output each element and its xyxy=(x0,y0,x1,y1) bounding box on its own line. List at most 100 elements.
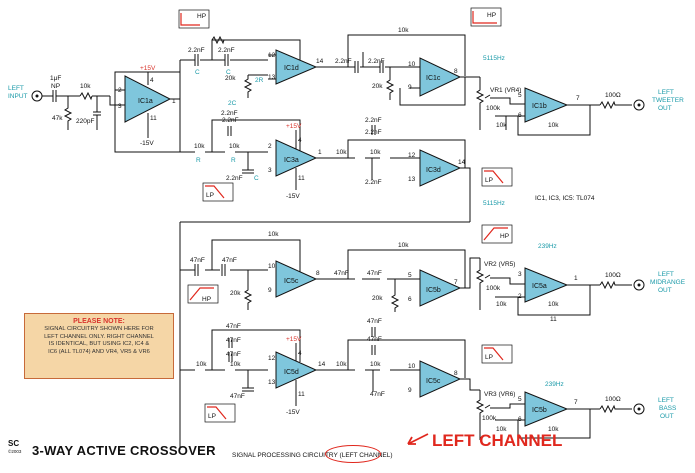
ic1a-to-lower xyxy=(114,90,180,153)
hp1-fb-wires xyxy=(211,39,301,98)
lp1-c-gnd xyxy=(242,169,254,174)
hp1-c2-val: 2.2nF xyxy=(218,47,235,54)
opamp-ic1b xyxy=(524,87,569,123)
lp2-c3: 2.2nF xyxy=(365,179,382,186)
ic3a-pin2: 2 xyxy=(268,143,272,150)
left-input-label-2: INPUT xyxy=(8,93,28,100)
hp2-wires xyxy=(340,34,466,76)
r-10k-input xyxy=(79,91,93,101)
diagram-title: 3-WAY ACTIVE CROSSOVER xyxy=(32,443,216,458)
ic5a-r100-lbl: 100Ω xyxy=(605,272,621,279)
lp2-fb xyxy=(347,125,466,180)
ic5d-pin13: 13 xyxy=(268,379,276,386)
lp3-cgnd xyxy=(242,387,254,392)
opamp-ic5b-bass xyxy=(524,391,569,427)
lp1-c-top2: 2.2nF xyxy=(221,110,238,117)
ic1a-label: IC1a xyxy=(138,98,153,105)
r-10k-input-label: 10k xyxy=(80,83,91,90)
r-47k-label: 47k xyxy=(52,115,63,122)
ic5d-supply-pos: +15V xyxy=(286,336,302,343)
lp-symbol-4-lbl: LP xyxy=(485,354,493,361)
ic5c-bass-label: IC5c xyxy=(426,378,441,385)
ic3d-pin13: 13 xyxy=(408,176,416,183)
lp4-r2: 10k xyxy=(370,361,381,368)
opamp-ic5b xyxy=(419,269,462,307)
lp4-c3: 47nF xyxy=(370,391,385,398)
lp1-r2: 10k xyxy=(229,143,240,150)
bass-out-1: LEFT xyxy=(658,397,674,404)
ic5b-pin6: 6 xyxy=(408,296,412,303)
c-220pf xyxy=(93,96,101,130)
opamp-ic1a xyxy=(124,75,172,123)
hp1-c2-lbl: C xyxy=(226,69,231,76)
ic5c-pin8: 8 xyxy=(316,270,320,277)
hp-symbol-1-curve xyxy=(180,13,200,26)
midrange-out-2: MIDRANGE xyxy=(650,279,686,286)
lp1-2c: 2C xyxy=(228,100,237,107)
np-label: NP xyxy=(51,83,60,90)
lp3-cgnd-val: 47nF xyxy=(230,393,245,400)
ic3d-pin12: 12 xyxy=(408,152,416,159)
ic1a-supply-pos: +15V xyxy=(140,65,156,72)
hp-symbol-2-lbl: HP xyxy=(487,12,496,19)
left-channel-callout: LEFT CHANNEL xyxy=(404,430,562,451)
left-channel-label: LEFT CHANNEL xyxy=(432,431,563,450)
vr3-100k: 100k xyxy=(482,415,497,422)
input-capacitor xyxy=(52,90,57,102)
hp-symbol-3 xyxy=(187,284,219,304)
ic5b-pin7: 7 xyxy=(454,279,458,286)
ic5a-pin3: 3 xyxy=(518,271,522,278)
ic1c-wires xyxy=(399,66,480,106)
ic5a-r10k-a: 10k xyxy=(496,301,507,308)
lp4-caps xyxy=(371,327,376,355)
ic1b-wires xyxy=(495,104,600,136)
note-line-4: IC6 (ALL TL074) AND VR4, VR5 & VR6 xyxy=(48,348,150,355)
ic5d-pin12: 12 xyxy=(268,355,276,362)
ic5c-bass-pin8: 8 xyxy=(454,370,458,377)
lp-symbol-2 xyxy=(481,167,513,187)
c-220pf-label: 220pF xyxy=(76,118,94,125)
ic1d-label: IC1d xyxy=(284,65,299,72)
hp4-r-top: 10k xyxy=(398,242,409,249)
ic3a-supply-neg: -15V xyxy=(286,193,300,200)
freq-239-2: 239Hz xyxy=(545,381,564,388)
ic3d-pin14: 14 xyxy=(458,159,466,166)
ic3d-label: IC3d xyxy=(426,167,441,174)
vr2-wiper xyxy=(484,274,525,285)
bass-out-3: OUT xyxy=(660,413,674,420)
ic5a-wires xyxy=(495,284,600,316)
ic1b-r100 xyxy=(599,100,632,110)
ic1a-pin11: 11 xyxy=(150,115,157,122)
bass-out-jack-center xyxy=(637,407,641,411)
ic5a-r10k-b: 10k xyxy=(548,301,559,308)
lp1-r1: 10k xyxy=(194,143,205,150)
hp3-r-top: 10k xyxy=(268,231,279,238)
hp-symbol-4-curve xyxy=(483,227,508,241)
vr3-wiper xyxy=(484,403,525,409)
tweeter-out-2: TWEETER xyxy=(652,97,684,104)
hp-symbol-4-lbl: HP xyxy=(500,233,509,240)
lp1-c-top-val: 2.2nF xyxy=(222,117,239,124)
hp3-wires xyxy=(179,221,470,450)
ic5a-pin1: 1 xyxy=(574,275,578,282)
note-line-3: IS IDENTICAL, BUT USING IC2, IC4 & xyxy=(48,341,150,348)
ic1a-feedback xyxy=(114,60,181,152)
freq-239-1: 239Hz xyxy=(538,243,557,250)
ic5c-label: IC5c xyxy=(284,278,299,285)
ic1b-pin5: 5 xyxy=(518,92,522,99)
hp-symbol-2 xyxy=(470,7,502,27)
logo-year: ©2003 xyxy=(8,449,22,454)
lp2-r1: 10k xyxy=(336,149,347,156)
ic1d-pin14: 14 xyxy=(316,58,324,65)
lp-symbol-4 xyxy=(481,344,513,364)
ic5d-supply-neg: -15V xyxy=(286,409,300,416)
hp1-c1-lbl: C xyxy=(195,69,200,76)
ic3a-pin1: 1 xyxy=(318,149,322,156)
vr2-pot xyxy=(460,257,485,310)
vr2-100k: 100k xyxy=(486,285,501,292)
hp2-c2-val: 2.2nF xyxy=(368,58,385,65)
tweeter-out-3: OUT xyxy=(658,105,672,112)
hp1-2r: 2R xyxy=(255,77,264,84)
vr1-pot xyxy=(475,77,485,130)
